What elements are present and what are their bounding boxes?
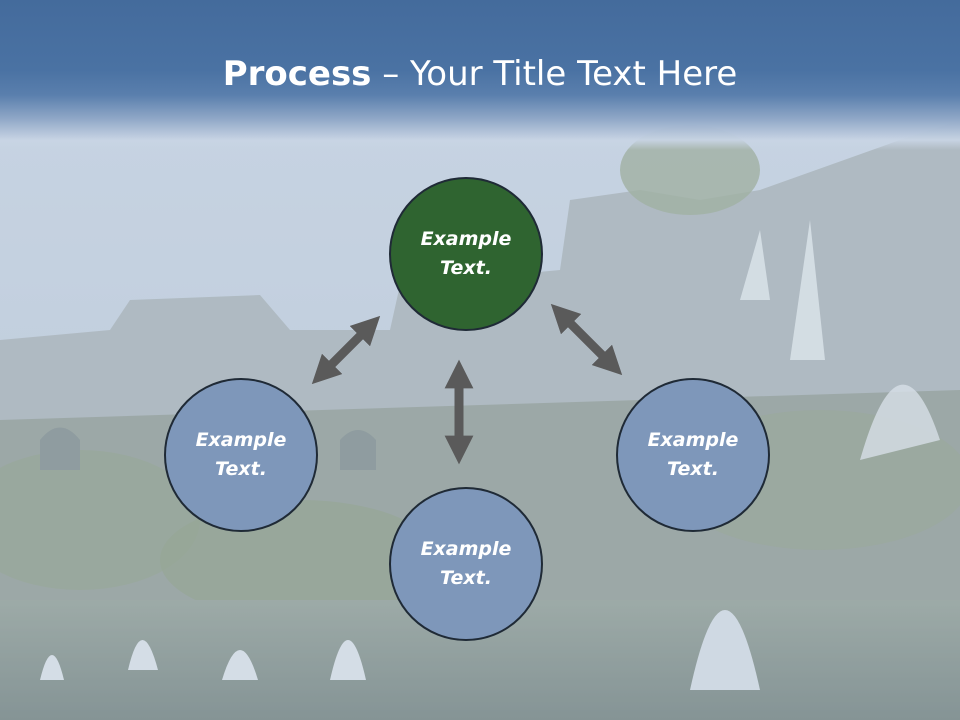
title-rest: – Your Title Text Here (371, 54, 738, 94)
header-band (0, 0, 960, 150)
process-node-right-text: Example Text. (647, 429, 739, 480)
process-node-left-text: Example Text. (195, 429, 287, 480)
process-node-bottom-text: Example Text. (420, 538, 512, 589)
process-node-bottom[interactable]: Example Text. (389, 487, 543, 641)
process-node-top-text: Example Text. (420, 228, 512, 279)
arrow-top-right (550, 303, 623, 376)
slide-title: Process – Your Title Text Here (0, 52, 960, 96)
arrow-top-left (311, 315, 381, 385)
process-node-left[interactable]: Example Text. (164, 378, 318, 532)
title-bold: Process (222, 54, 372, 94)
process-node-top[interactable]: Example Text. (389, 177, 543, 331)
process-node-right[interactable]: Example Text. (616, 378, 770, 532)
